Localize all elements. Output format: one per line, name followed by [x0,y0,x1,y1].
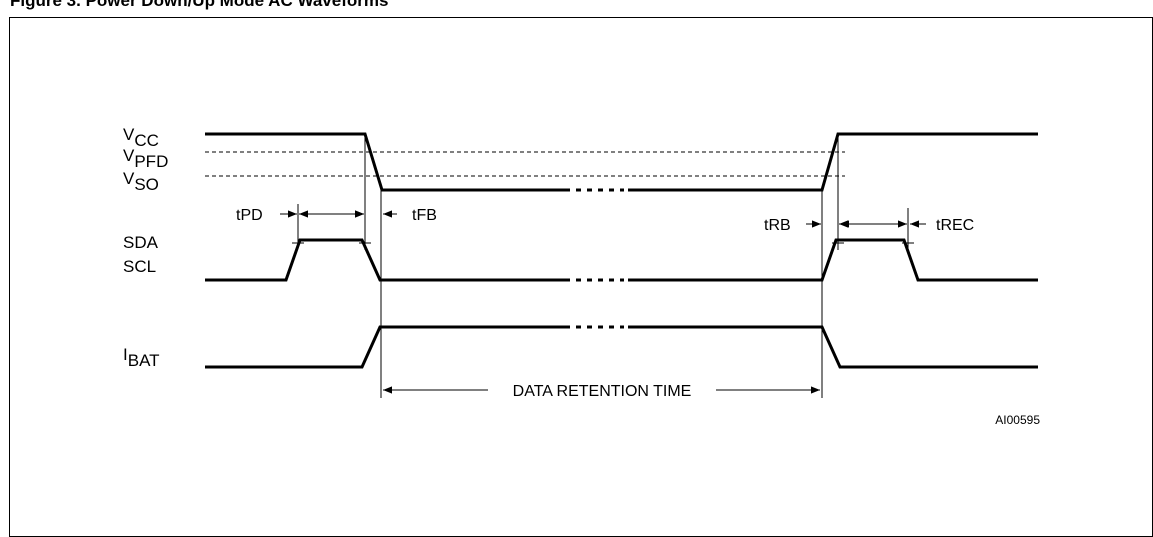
vcc-waveform-right [628,132,1038,192]
vcc-waveform-left [205,132,570,192]
vpfd-label: VPFD [123,146,168,171]
data-retention-label: DATA RETENTION TIME [513,383,692,400]
waveform-diagram: VCC VPFD VSO SDA SCL IBAT tPD tFB tRB [123,125,1040,427]
trb-label: tRB [764,217,791,234]
sda-scl-waveform-right [628,238,1038,282]
ibat-label: IBAT [123,345,160,370]
tfb-label: tFB [412,207,437,224]
vso-label: VSO [123,169,159,194]
figure-id: AI00595 [995,413,1040,427]
figure-title: Figure 3. Power Down/Up Mode AC Waveform… [10,0,389,10]
tpd-label: tPD [236,207,263,224]
vcc-label: VCC [123,125,159,150]
ibat-waveform-right [628,325,1038,369]
sda-label: SDA [123,233,159,252]
trec-label: tREC [936,217,974,234]
sda-scl-waveform-left [205,238,570,282]
scl-label: SCL [123,257,156,276]
ibat-waveform-left [205,325,570,369]
